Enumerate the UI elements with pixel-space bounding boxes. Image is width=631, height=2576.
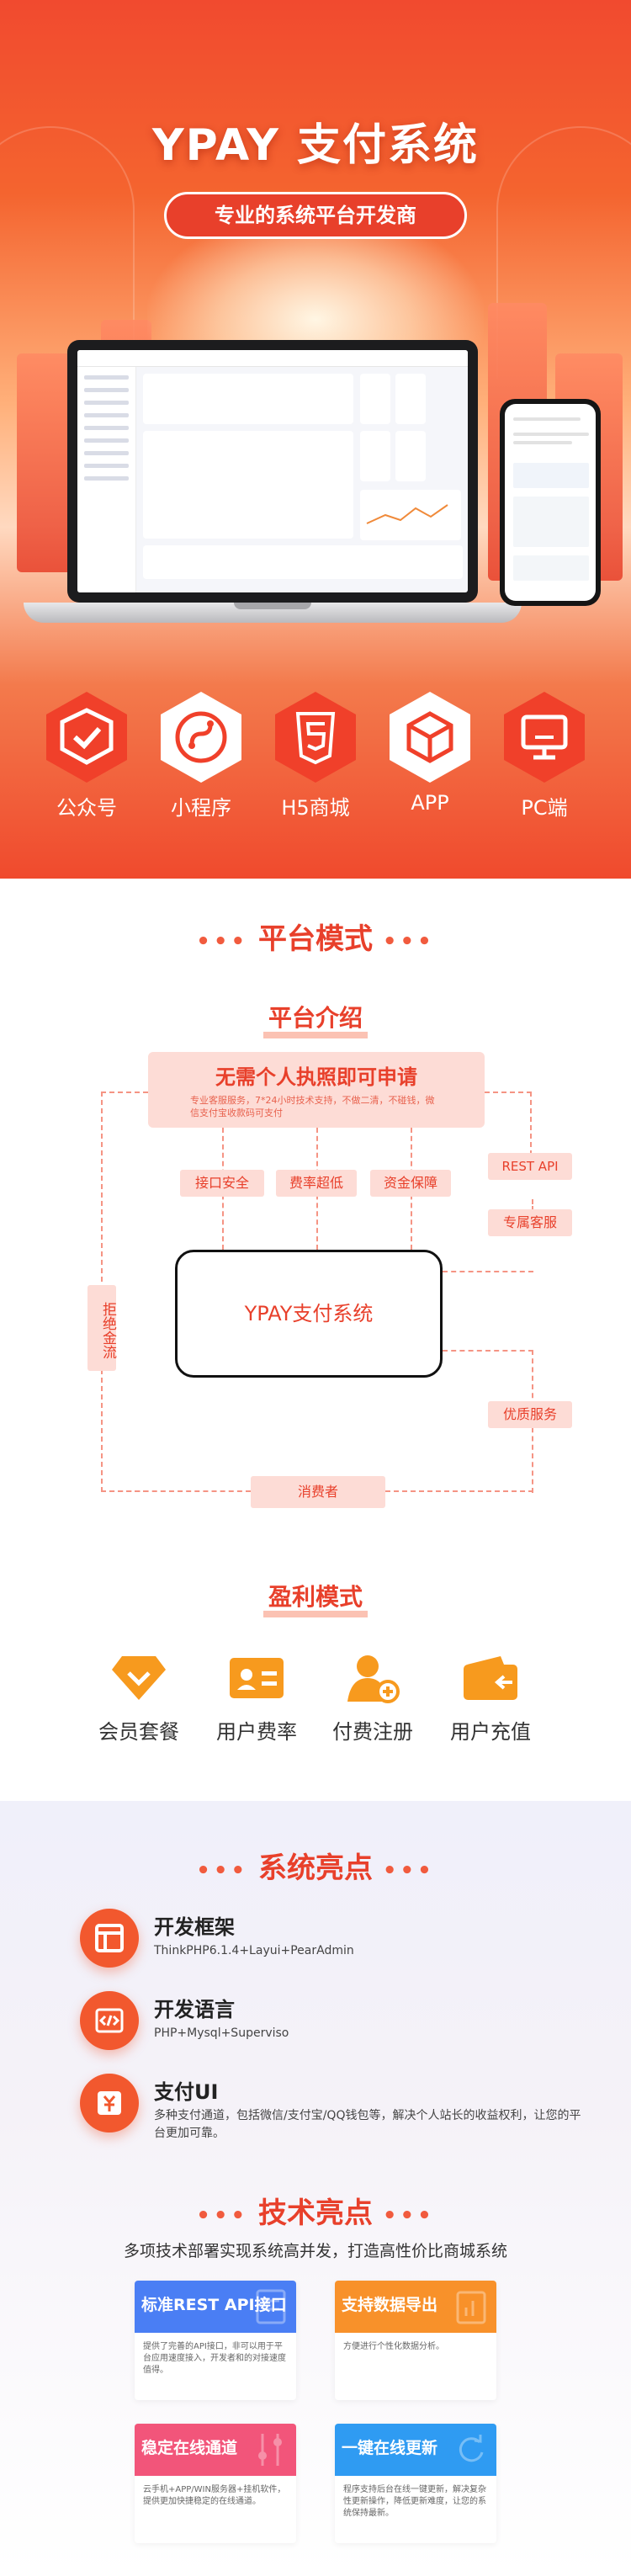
decor-dots: ••• (382, 2203, 435, 2228)
tag-rest-api: REST API (488, 1153, 572, 1180)
tech-card: 支持数据导出 方便进行个性化数据分析。 (335, 2281, 496, 2400)
tag-low-fee: 费率超低 (276, 1170, 357, 1197)
banner-title: 无需个人执照即可申请 (215, 1065, 417, 1089)
tag-fund-guarantee: 资金保障 (370, 1170, 451, 1197)
tech-card-header: 一键在线更新 (335, 2424, 496, 2476)
highlight-title: 开发框架 (154, 1915, 235, 1939)
highlights-heading: ••• 系统亮点 ••• (0, 1845, 631, 1886)
tech-card-title: 标准REST API接口 (141, 2296, 287, 2314)
connector-line (385, 1490, 533, 1492)
tech-card-title: 支持数据导出 (342, 2296, 438, 2314)
decor-dots: ••• (196, 2203, 249, 2228)
section-title: 平台模式 (258, 922, 373, 956)
refresh-icon (459, 2435, 484, 2462)
html5-icon (273, 690, 358, 784)
slider-icon (258, 2434, 282, 2466)
profit-item: 用户费率 (194, 1653, 320, 1745)
subsection-title: 盈利模式 (262, 1583, 368, 1617)
tag-interface-security: 接口安全 (180, 1170, 264, 1197)
platform-label: APP (411, 791, 449, 815)
platform-label: H5商城 (281, 796, 350, 820)
tag-reject-fund-flow: 拒绝金流 (87, 1285, 116, 1371)
wallet-icon (462, 1653, 519, 1703)
platform-icons: 公众号 小程序 H5商城 APP PC端 (0, 690, 631, 842)
tech-description: 多项技术部署实现系统高并发，打造高性价比商城系统 (123, 2242, 507, 2260)
laptop-mockup (67, 340, 478, 603)
profit-label: 会员套餐 (98, 1720, 179, 1744)
yuan-icon (80, 2074, 139, 2133)
decor-dots: ••• (382, 1858, 435, 1883)
connector-line (101, 1490, 251, 1492)
tech-card-desc: 云手机+APP/WIN服务器+挂机软件，提供更加快捷稳定的在线通道。 (143, 2485, 286, 2506)
hero-subtitle: 专业的系统平台开发商 (164, 192, 467, 239)
highlight-desc: 多种支付通道，包括微信/支付宝/QQ钱包等，解决个人站长的收益权利，让您的平台更… (154, 2109, 581, 2140)
ypay-system-box: YPAY支付系统 (175, 1250, 443, 1378)
tech-card-desc: 程序支持后台在线一键更新，解决复杂性更新操作，降低更新难度，让您的系统保持最新。 (343, 2485, 486, 2518)
banner-desc: 专业客服服务，7*24小时技术支持，不做二清，不碰钱，微信支付宝收款码可支付 (190, 1095, 435, 1118)
tech-card: 标准REST API接口 提供了完善的API接口，非可以用于平台应用速度接入，开… (135, 2281, 296, 2400)
id-card-icon (228, 1653, 285, 1703)
intro-banner: 无需个人执照即可申请 专业客服服务，7*24小时技术支持，不做二清，不碰钱，微信… (148, 1052, 485, 1128)
highlight-title: 支付UI (154, 2080, 219, 2104)
tech-card-header: 稳定在线通道 (135, 2424, 296, 2476)
profit-label: 付费注册 (332, 1720, 413, 1744)
platform-intro-heading: 平台介绍 (0, 1000, 631, 1038)
decor-arch (496, 126, 631, 379)
consumer-box: 消费者 (251, 1476, 385, 1508)
subsection-title: 平台介绍 (262, 1004, 368, 1038)
tech-card-title: 一键在线更新 (342, 2439, 438, 2457)
tech-card-desc: 方便进行个性化数据分析。 (343, 2342, 444, 2351)
api-icon (256, 2289, 286, 2324)
diamond-icon (110, 1653, 167, 1703)
platform-mode-heading: ••• 平台模式 ••• (0, 916, 631, 957)
hero-section: YPAY 支付系统 专业的系统平台开发商 (0, 0, 631, 879)
cube-icon (387, 690, 473, 784)
platform-item: APP (384, 690, 476, 815)
monitor-icon (501, 690, 587, 784)
platform-label: 公众号 (56, 796, 117, 820)
tech-card-header: 标准REST API接口 (135, 2281, 296, 2333)
connector-line (443, 1271, 533, 1272)
tech-card: 一键在线更新 程序支持后台在线一键更新，解决复杂性更新操作，降低更新难度，让您的… (335, 2424, 496, 2543)
phone-screenshot (505, 404, 596, 601)
mini-program-icon (158, 690, 244, 784)
platform-item: 小程序 (155, 690, 247, 821)
platform-item: PC端 (498, 690, 591, 821)
platform-item: H5商城 (269, 690, 362, 821)
platform-label: PC端 (521, 796, 568, 820)
export-icon (456, 2291, 486, 2324)
highlight-title: 开发语言 (154, 1998, 235, 2021)
tech-card-desc: 提供了完善的API接口，非可以用于平台应用速度接入，开发者和的对接速度值得。 (143, 2342, 286, 2375)
layout-icon (80, 1909, 139, 1968)
decor-dots: ••• (196, 929, 249, 954)
laptop-base (24, 603, 522, 623)
tech-card-header: 支持数据导出 (335, 2281, 496, 2333)
code-icon (80, 1991, 139, 2050)
tag-quality-service: 优质服务 (488, 1401, 572, 1428)
tech-heading: ••• 技术亮点 ••• (0, 2190, 631, 2231)
tag-dedicated-service: 专属客服 (488, 1209, 572, 1236)
highlight-desc: PHP+Mysql+Superviso (154, 2026, 289, 2040)
hero-title: YPAY 支付系统 (151, 120, 480, 171)
tech-card: 稳定在线通道 云手机+APP/WIN服务器+挂机软件，提供更加快捷稳定的在线通道… (135, 2424, 296, 2543)
phone-mockup (500, 399, 601, 606)
profit-label: 用户充值 (450, 1720, 531, 1744)
profit-mode-heading: 盈利模式 (0, 1579, 631, 1617)
user-add-icon (344, 1653, 401, 1703)
profit-label: 用户费率 (216, 1720, 297, 1744)
highlight-desc: ThinkPHP6.1.4+Layui+PearAdmin (154, 1944, 354, 1957)
platform-item: 公众号 (40, 690, 133, 821)
platform-label: 小程序 (171, 796, 231, 820)
decor-dots: ••• (382, 929, 435, 954)
profit-item: 用户充值 (427, 1653, 554, 1745)
section-title: 技术亮点 (258, 2196, 373, 2230)
shield-check-icon (44, 690, 130, 784)
tech-card-title: 稳定在线通道 (141, 2439, 238, 2457)
section-title: 系统亮点 (258, 1851, 373, 1885)
profit-item: 会员套餐 (76, 1653, 202, 1745)
dashboard-screenshot (77, 350, 468, 592)
decor-dots: ••• (196, 1858, 249, 1883)
connector-line (485, 1091, 532, 1172)
profit-item: 付费注册 (310, 1653, 436, 1745)
